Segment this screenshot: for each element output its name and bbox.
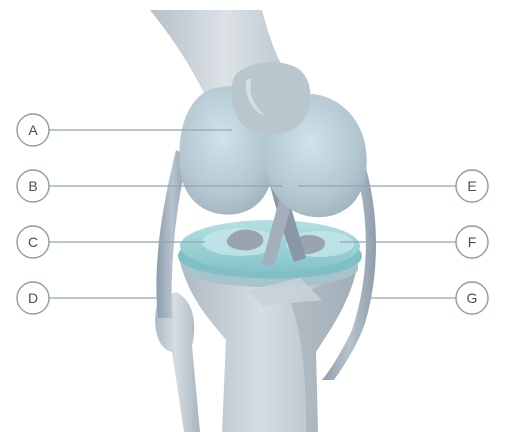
callout-a: A [17,114,49,146]
callout-c-label: C [28,234,38,250]
callout-g: G [456,282,488,314]
callout-e-label: E [467,178,476,194]
callout-c: C [17,226,49,258]
callout-g-label: G [467,290,478,306]
knee-anatomy [150,10,376,432]
callout-f-label: F [468,234,477,250]
callout-d-label: D [28,290,38,306]
callout-f: F [456,226,488,258]
patella [231,62,310,135]
callout-a-label: A [28,122,38,138]
callout-d: D [17,282,49,314]
callout-b-label: B [28,178,37,194]
callout-b: B [17,170,49,202]
callout-e: E [456,170,488,202]
